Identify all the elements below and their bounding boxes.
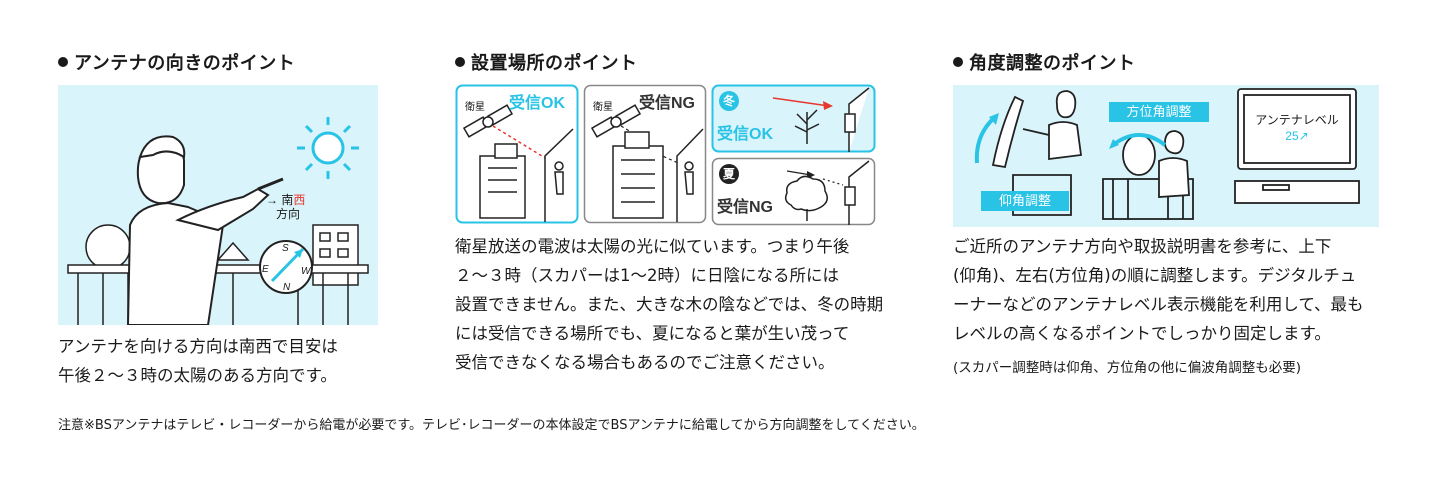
leafy-tree-icon — [784, 175, 828, 221]
bullet-icon — [953, 57, 963, 67]
antenna-level-value: 25↗ — [1285, 129, 1309, 143]
section-title-text: アンテナの向きのポイント — [74, 53, 296, 74]
bullet-icon — [455, 57, 465, 67]
tv-icon — [1234, 88, 1360, 204]
section-title-text: 角度調整のポイント — [969, 53, 1136, 74]
compass-s-label: S — [282, 243, 289, 254]
compass-w-label: W — [301, 266, 311, 277]
section-title-installation-location: 設置場所のポイント — [455, 49, 638, 75]
panel-winter-ok: 冬 受信OK — [711, 84, 876, 153]
angle-adjustment-illustration: 方位角調整 仰角調整 アンテナレベル 25↗ — [953, 85, 1379, 227]
compass-n-label: N — [283, 282, 291, 293]
satellite-icon — [590, 104, 642, 138]
season-summer-label: 夏 — [723, 167, 736, 181]
compass-icon — [259, 240, 313, 294]
power-supply-footnote: 注意※BSアンテナはテレビ・レコーダーから給電が必要です。テレビ･レコーダーの本… — [58, 418, 925, 433]
antenna-direction-description: アンテナを向ける方向は南西で目安は 午後２～３時の太陽のある方向です。 — [58, 337, 338, 385]
status-ok-label: 受信OK — [717, 126, 774, 143]
installation-location-description: 衛星放送の電波は太陽の光に似ています。つまり午後 ２～３時（スカパーは1～2時）… — [455, 237, 884, 372]
skyperfect-note: (スカパー調整時は仰角、方位角の他に偏波角調整も必要) — [953, 360, 1302, 376]
section-title-angle-adjustment: 角度調整のポイント — [953, 49, 1136, 75]
section-title-text: 設置場所のポイント — [471, 53, 638, 74]
direction-label: → 南西 方向 — [266, 193, 306, 221]
elevation-adjust-label: 仰角調整 — [981, 191, 1069, 211]
satellite-label: 衛星 — [465, 102, 485, 113]
satellite-icon — [462, 104, 514, 138]
compass-e-label: E — [262, 264, 269, 275]
satellite-label: 衛星 — [593, 102, 613, 113]
panel-satellite-ok: 衛星 受信OK — [455, 84, 579, 224]
status-ok-label: 受信OK — [509, 95, 566, 112]
season-winter-label: 冬 — [723, 94, 736, 108]
status-ng-label: 受信NG — [639, 95, 696, 112]
angle-adjustment-description: ご近所のアンテナ方向や取扱説明書を参考に、上下 (仰角)、左右(方位角)の順に調… — [953, 237, 1364, 343]
panel-satellite-ng: 衛星 受信NG — [583, 84, 707, 224]
azimuth-adjust-label: 方位角調整 — [1109, 102, 1209, 122]
sun-icon — [297, 117, 359, 179]
bare-tree-icon — [794, 109, 820, 144]
status-ng-label: 受信NG — [717, 199, 774, 216]
panel-summer-ng: 夏 受信NG — [711, 157, 876, 226]
bullet-icon — [58, 57, 68, 67]
antenna-level-label: アンテナレベル — [1255, 113, 1339, 127]
section-title-antenna-direction: アンテナの向きのポイント — [58, 49, 295, 75]
antenna-direction-illustration: → 南西 方向 S E W N — [58, 85, 378, 326]
